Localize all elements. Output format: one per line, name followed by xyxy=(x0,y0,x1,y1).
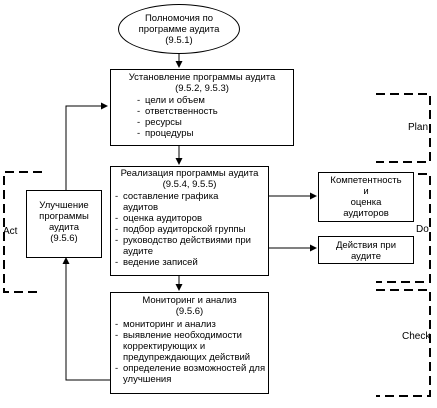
phase-do-label: Do xyxy=(416,224,429,235)
monitor-item: определение возможностей для xyxy=(114,363,265,374)
competence-line-2: и xyxy=(363,186,369,197)
monitor-list: мониторинг и анализ выявление необходимо… xyxy=(114,319,265,385)
establish-item: ресурсы xyxy=(115,117,289,128)
implement-title: Реализация программы аудита xyxy=(120,168,259,179)
implement-item: оценка аудиторов xyxy=(114,213,265,224)
monitor-item: мониторинг и анализ xyxy=(114,319,265,330)
start-line-1: Полномочия по xyxy=(144,13,214,24)
start-line-3: (9.5.1) xyxy=(165,35,193,46)
arrow-improve-to-establish xyxy=(65,102,108,190)
improve-line-4: (9.5.6) xyxy=(50,233,78,244)
establish-box: Установление программы аудита (9.5.2, 9.… xyxy=(110,69,294,146)
implement-item-continuation: аудитов xyxy=(123,202,159,213)
establish-title: Установление программы аудита xyxy=(128,72,276,83)
establish-item: процедуры xyxy=(115,128,289,139)
competence-line-1: Компетентность xyxy=(330,175,402,186)
improve-line-1: Улучшение xyxy=(39,200,89,211)
implement-item: руководство действиями при xyxy=(114,235,265,246)
phase-plan-label: Plan xyxy=(408,122,429,133)
arrow-monitor-to-improve xyxy=(62,257,110,381)
improve-line-3: аудита xyxy=(49,222,79,233)
competence-box: Компетентность и оценка аудиторов xyxy=(318,172,414,222)
establish-item: цели и объем xyxy=(115,95,289,106)
implement-box: Реализация программы аудита (9.5.4, 9.5.… xyxy=(110,166,269,276)
establish-ref: (9.5.2, 9.5.3) xyxy=(175,83,229,94)
actions-line-2: аудите xyxy=(351,251,381,262)
monitor-title: Мониторинг и анализ xyxy=(142,295,237,306)
start-oval: Полномочия по программе аудита (9.5.1) xyxy=(118,4,240,54)
phase-act-label: Act xyxy=(3,226,18,237)
actions-box: Действия при аудите xyxy=(318,236,414,264)
monitor-item-continuation: улучшения xyxy=(123,374,172,385)
actions-line-1: Действия при xyxy=(336,240,396,251)
monitor-item: выявление необходимости xyxy=(114,330,265,341)
act-bracket xyxy=(3,171,42,293)
establish-list: цели и объем ответственность ресурсы про… xyxy=(115,95,289,139)
implement-ref: (9.5.4, 9.5.5) xyxy=(162,179,217,190)
establish-item: ответственность xyxy=(115,106,289,117)
check-bracket xyxy=(376,289,431,397)
implement-item: ведение записей xyxy=(114,257,265,268)
competence-line-3: оценка xyxy=(350,197,382,208)
implement-item: подбор аудиторской группы xyxy=(114,224,265,235)
plan-bracket xyxy=(376,93,431,163)
improve-box: Улучшение программы аудита (9.5.6) xyxy=(26,190,102,258)
implement-list: составление графика аудитов оценка аудит… xyxy=(114,191,265,268)
implement-item-continuation: аудите xyxy=(123,246,153,257)
monitor-ref: (9.5.6) xyxy=(175,306,204,317)
start-line-2: программе аудита xyxy=(138,24,220,35)
improve-line-2: программы xyxy=(39,211,89,222)
monitor-item-continuation: корректирующих и xyxy=(123,341,206,352)
monitor-box: Мониторинг и анализ (9.5.6) мониторинг и… xyxy=(110,292,269,394)
competence-line-4: аудиторов xyxy=(343,208,389,219)
implement-item: составление графика xyxy=(114,191,265,202)
phase-check-label: Check xyxy=(402,331,431,342)
monitor-item-continuation: предупреждающих действий xyxy=(123,352,251,363)
do-bracket xyxy=(376,173,431,283)
